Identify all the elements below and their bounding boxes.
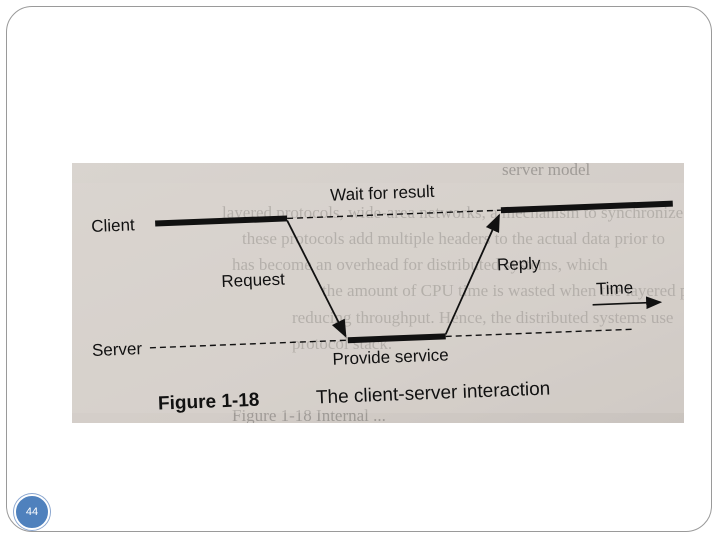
background-line: the amount of CPU time is wasted when th… [322,281,684,300]
server-active-segment [347,333,446,344]
request-label: Request [221,270,285,291]
server-idle-line-left [149,339,348,349]
client-active-segment [155,215,288,227]
background-line: Figure 1-18 Internal ... [232,406,386,423]
reply-label: Reply [497,254,542,275]
wait-label: Wait for result [330,182,435,205]
time-label: Time [596,278,634,298]
client-resumed-segment [500,200,673,214]
reply-arrow [444,213,500,335]
background-line: reducing throughput. Hence, the distribu… [292,308,673,327]
figure-band [72,183,684,413]
background-line: has become an overhead for distributed s… [232,255,608,274]
client-label: Client [91,215,135,236]
caption-number: Figure 1-18 [158,390,260,415]
server-label: Server [92,339,143,360]
page-number-badge: 44 [14,494,50,530]
client-server-diagram: server model layered protocols, wide-are… [72,163,684,423]
provide-service-label: Provide service [332,345,449,368]
figure-photo: server model layered protocols, wide-are… [72,163,684,423]
server-idle-line-right [445,328,634,338]
request-arrow [286,220,347,338]
background-line: these protocols add multiple headers to … [242,229,665,248]
time-arrow [592,296,663,310]
header-fragment: server model [502,163,591,179]
client-wait-line [287,209,501,220]
